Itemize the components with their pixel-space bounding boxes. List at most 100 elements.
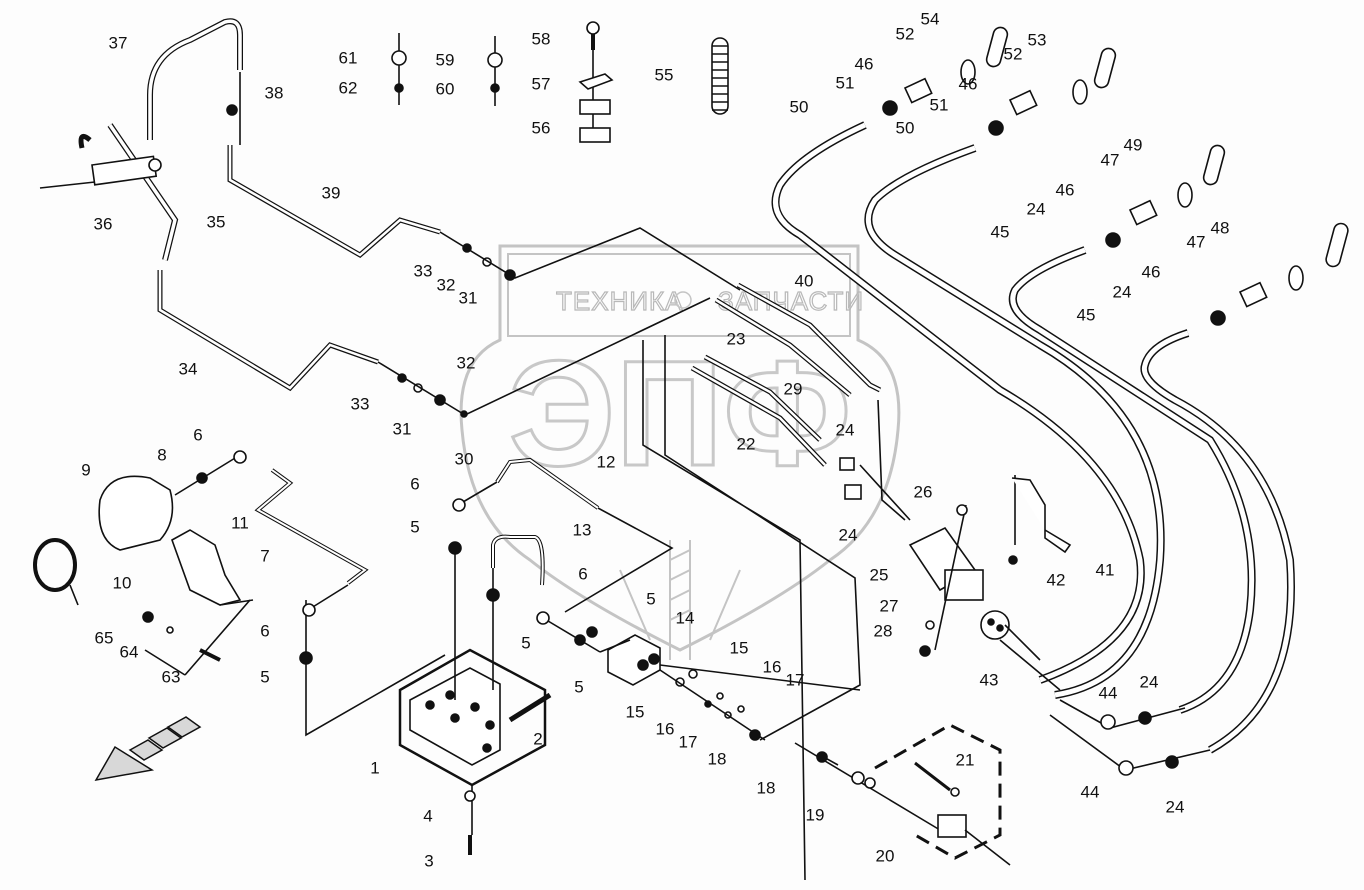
spring-55 (711, 37, 729, 115)
callout-part-50: 50 (895, 118, 915, 138)
block-14 (607, 634, 661, 686)
callout-part-2: 2 (533, 729, 543, 749)
forward-direction-arrow (94, 716, 202, 782)
couplers (882, 59, 1304, 326)
callout-part-7: 7 (260, 546, 270, 566)
callout-part-26: 26 (913, 482, 933, 502)
nut-61-62 (391, 33, 407, 105)
callout-part-64: 64 (119, 642, 139, 662)
callout-part-5: 5 (521, 633, 531, 653)
callout-part-5: 5 (574, 677, 584, 697)
cylinder-36 (39, 133, 162, 189)
callout-part-30: 30 (454, 449, 474, 469)
callout-part-57: 57 (531, 74, 551, 94)
switch-20-21 (874, 723, 1011, 866)
valve-block-1 (398, 541, 552, 855)
callout-part-34: 34 (178, 359, 198, 379)
callout-part-38: 38 (264, 83, 284, 103)
watermark: ТЕХНИКА ЗАПЧАСТИ ЭПФ (459, 244, 901, 660)
callout-part-8: 8 (157, 445, 167, 465)
hose-50b (864, 144, 1165, 699)
callout-part-9: 9 (81, 460, 91, 480)
gear-icon (674, 291, 692, 309)
callout-part-39: 39 (321, 183, 341, 203)
callout-part-5: 5 (260, 667, 270, 687)
parts (33, 18, 1349, 881)
callout-part-47: 47 (1100, 150, 1120, 170)
wheat-emblem (619, 540, 741, 660)
callout-part-20: 20 (875, 846, 895, 866)
nut-59-60 (487, 36, 503, 106)
callout-part-54: 54 (920, 9, 940, 29)
tube-35 (107, 123, 179, 261)
callout-part-25: 25 (869, 565, 889, 585)
callout-part-46: 46 (958, 74, 978, 94)
callout-part-45: 45 (1076, 305, 1096, 325)
callout-part-24: 24 (838, 525, 858, 545)
callout-part-11: 11 (231, 513, 249, 533)
callout-part-13: 13 (572, 520, 592, 540)
callout-part-61: 61 (338, 48, 358, 68)
callout-part-17: 17 (678, 732, 698, 752)
bracket-11 (171, 529, 254, 606)
callout-part-24: 24 (835, 420, 855, 440)
callout-part-5: 5 (646, 589, 656, 609)
bracket-41-42 (1008, 475, 1072, 565)
callout-part-6: 6 (193, 425, 203, 445)
watermark-left-text: ТЕХНИКА (556, 286, 684, 316)
callout-part-47: 47 (1186, 232, 1206, 252)
callout-part-52: 52 (895, 24, 915, 44)
callout-part-49: 49 (1123, 135, 1143, 155)
callout-part-59: 59 (435, 50, 455, 70)
bracket-25 (908, 504, 984, 657)
callout-part-29: 29 (783, 379, 803, 399)
callout-part-46: 46 (1141, 262, 1161, 282)
callout-part-53: 53 (1027, 30, 1047, 50)
callout-part-24: 24 (1139, 672, 1159, 692)
callout-part-63: 63 (161, 667, 181, 687)
callout-part-24: 24 (1026, 199, 1046, 219)
callout-part-58: 58 (531, 29, 551, 49)
callout-part-22: 22 (736, 434, 756, 454)
callout-part-31: 31 (392, 419, 412, 439)
callout-part-50: 50 (789, 97, 809, 117)
callout-part-35: 35 (206, 212, 226, 232)
callout-part-24: 24 (1112, 282, 1132, 302)
callout-part-12: 12 (596, 452, 616, 472)
callout-part-55: 55 (654, 65, 674, 85)
callout-part-32: 32 (436, 275, 456, 295)
callout-part-46: 46 (1055, 180, 1075, 200)
callout-part-44: 44 (1098, 683, 1118, 703)
callout-part-51: 51 (929, 95, 949, 115)
callout-part-52: 52 (1003, 44, 1023, 64)
callout-part-4: 4 (423, 806, 433, 826)
callout-part-51: 51 (835, 73, 855, 93)
callout-part-40: 40 (794, 271, 814, 291)
callout-part-32: 32 (456, 353, 476, 373)
callout-part-33: 33 (413, 261, 433, 281)
callout-part-6: 6 (410, 474, 420, 494)
callout-part-14: 14 (675, 608, 695, 628)
callout-part-37: 37 (108, 33, 128, 53)
callout-part-23: 23 (726, 329, 746, 349)
tube-13 (491, 534, 545, 586)
tags (985, 26, 1349, 268)
clamp-10 (33, 538, 79, 606)
callout-part-5: 5 (410, 517, 420, 537)
callout-part-43: 43 (979, 670, 999, 690)
callout-part-65: 65 (94, 628, 114, 648)
callout-part-16: 16 (655, 719, 675, 739)
callout-part-46: 46 (854, 54, 874, 74)
manifold-43 (980, 610, 1061, 691)
callout-part-19: 19 (805, 805, 825, 825)
callout-part-62: 62 (338, 78, 358, 98)
callout-part-15: 15 (625, 702, 645, 722)
accumulator-9 (98, 450, 247, 551)
callout-part-18: 18 (756, 778, 776, 798)
callout-part-60: 60 (435, 79, 455, 99)
callout-part-31: 31 (458, 288, 478, 308)
callout-part-21: 21 (955, 750, 975, 770)
clamp-56-58 (578, 21, 614, 143)
watermark-shield (459, 244, 901, 652)
